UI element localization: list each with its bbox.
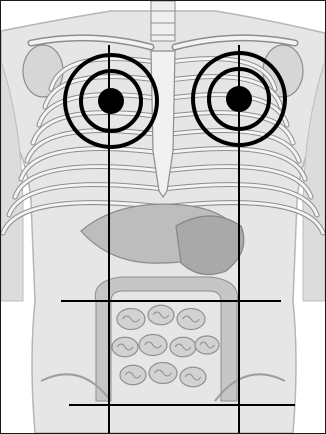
left-target-center-dot: [226, 86, 252, 112]
small-intestine: [112, 305, 219, 387]
right-target-center-dot: [98, 88, 124, 114]
neck: [151, 1, 175, 41]
